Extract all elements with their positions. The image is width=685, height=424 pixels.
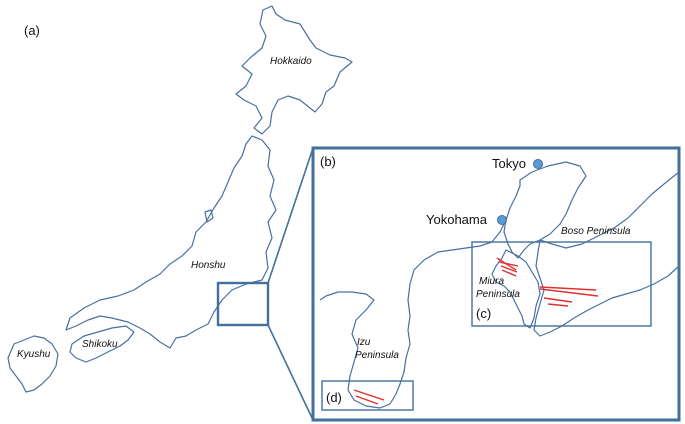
fault-lines-boso: [539, 286, 599, 307]
panel-d-box: [321, 380, 414, 411]
inset-box-b: [216, 281, 270, 327]
panel-label-b: (b): [320, 154, 336, 169]
shikoku-coastline: [69, 325, 135, 363]
panel-label-d: (d): [326, 390, 342, 405]
hokkaido-label: Hokkaido: [270, 56, 312, 67]
hokkaido-coastline: [235, 5, 353, 135]
boso-label: Boso Peninsula: [561, 226, 631, 237]
honshu-label: Honshu: [191, 260, 226, 271]
small-island: [204, 209, 214, 223]
miura-label-2: Peninsula: [476, 289, 520, 300]
miura-label-1: Miura: [479, 276, 504, 287]
miura-coastline: [491, 249, 541, 329]
kanto-coastline: [319, 219, 507, 409]
izu-label-2: Peninsula: [355, 350, 399, 361]
yokohama-label: Yokohama: [426, 212, 488, 227]
zoom-line-bottom: [267, 324, 314, 421]
kyushu-coastline: [7, 335, 59, 393]
fault-lines-izu: [353, 389, 385, 405]
panel-label-a: (a): [24, 23, 40, 38]
panel-c-box: [471, 241, 652, 327]
fault-lines-miura: [496, 257, 519, 277]
yokohama-marker: [497, 215, 507, 225]
izu-label-1: Izu: [357, 337, 371, 348]
panel-b-frame: [311, 146, 681, 422]
boso-coastline: [533, 171, 680, 337]
zoom-line-top: [267, 147, 314, 284]
honshu-coastline: [65, 135, 277, 349]
kyushu-label: Kyushu: [17, 349, 51, 360]
tokyo-bay-coastline: [503, 161, 587, 259]
tokyo-marker: [533, 159, 543, 169]
shikoku-label: Shikoku: [82, 339, 118, 350]
tokyo-label: Tokyo: [492, 156, 526, 171]
panel-label-c: (c): [476, 306, 491, 321]
